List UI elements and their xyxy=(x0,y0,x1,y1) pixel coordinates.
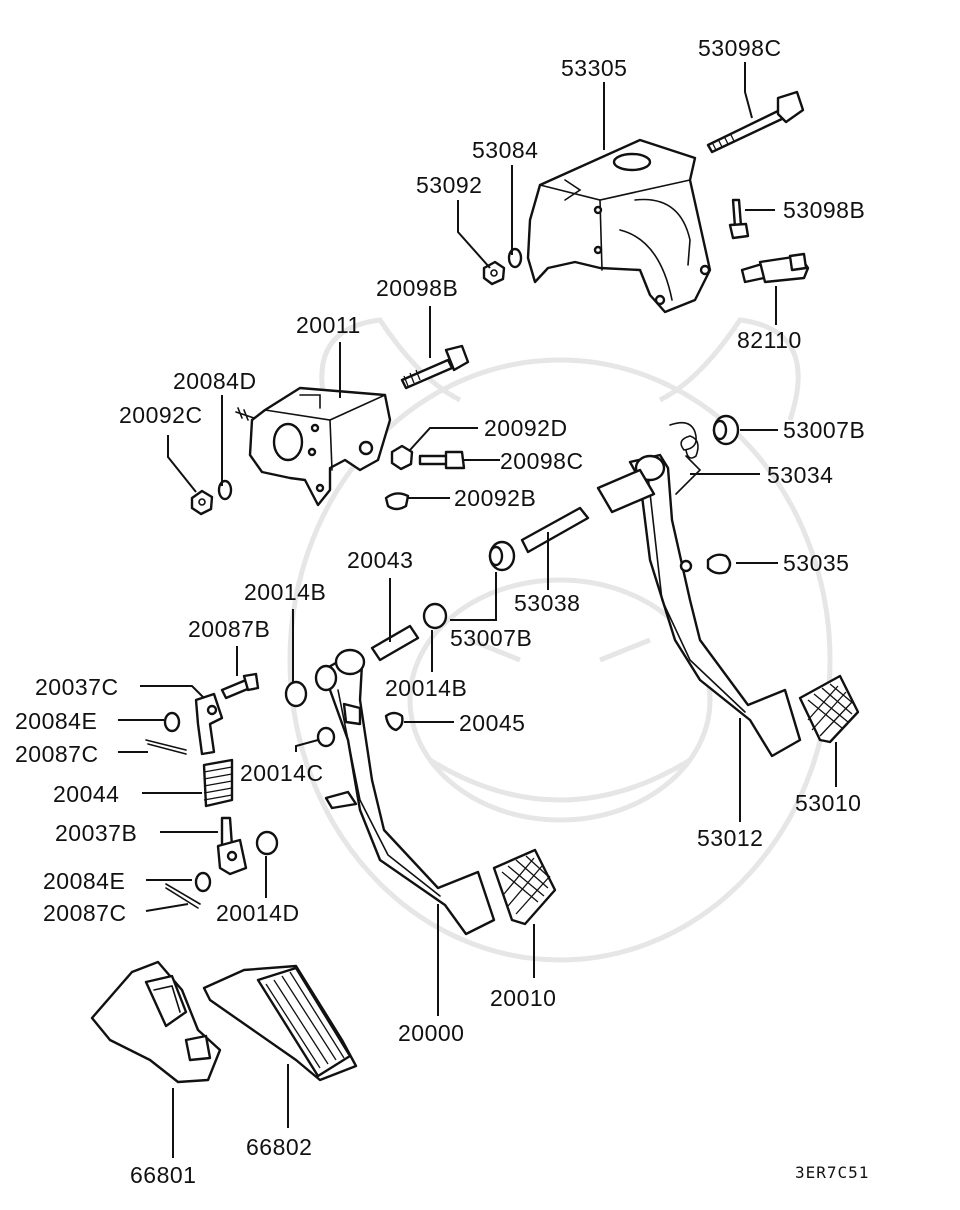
label-53092: 53092 xyxy=(416,172,482,198)
switch-82110 xyxy=(740,252,810,284)
label-53034: 53034 xyxy=(767,462,833,488)
stopper-20045 xyxy=(384,711,404,732)
washer-20084E-top xyxy=(163,711,181,733)
label-20092C: 20092C xyxy=(119,402,203,428)
label-53012: 53012 xyxy=(697,825,763,851)
pedal-66802 xyxy=(202,964,358,1082)
pedal-pad-20010 xyxy=(492,848,557,926)
watermark-emblem xyxy=(287,317,833,963)
label-53007B-mid: 53007B xyxy=(450,625,532,651)
clevis-20037C xyxy=(194,692,224,756)
bolt-53098B xyxy=(728,198,750,240)
collar-53038 xyxy=(596,468,656,514)
label-20084D: 20084D xyxy=(173,368,257,394)
pedal-pad-53010 xyxy=(798,674,860,744)
label-20011: 20011 xyxy=(296,312,361,338)
label-20010: 20010 xyxy=(490,985,556,1011)
label-53035: 53035 xyxy=(783,550,849,576)
label-20014B-top: 20014B xyxy=(244,579,326,605)
diagram-code: 3ER7C51 xyxy=(795,1163,869,1182)
nut-20092D xyxy=(390,444,414,471)
leader-lines xyxy=(118,62,837,1158)
label-53098C: 53098C xyxy=(698,35,782,61)
pedal-20000 xyxy=(318,648,496,936)
bracket-53305 xyxy=(526,138,712,314)
label-20037B: 20037B xyxy=(55,820,137,846)
label-20098B: 20098B xyxy=(376,275,458,301)
nut-20092C xyxy=(190,489,214,516)
shaft-53038 xyxy=(520,506,590,554)
part-labels: 53098C 53305 53084 53092 53098B 82110 20… xyxy=(15,35,869,1188)
label-20087C-bot: 20087C xyxy=(43,900,127,926)
cotter-pin-20087C-bot xyxy=(165,883,201,909)
label-53305: 53305 xyxy=(561,55,627,81)
label-53098B: 53098B xyxy=(783,197,865,223)
bolt-20098C xyxy=(418,450,466,470)
cotter-pin-20087C-top xyxy=(145,739,187,755)
label-20087B: 20087B xyxy=(188,616,270,642)
label-53007B-top: 53007B xyxy=(783,417,865,443)
bolt-53098C xyxy=(706,90,805,154)
label-20037C: 20037C xyxy=(35,674,119,700)
label-53038: 53038 xyxy=(514,590,580,616)
stud-bolt xyxy=(235,407,255,421)
label-66801: 66801 xyxy=(130,1162,196,1188)
washer-20084E-bot xyxy=(194,871,212,893)
washer-20084D xyxy=(217,479,233,501)
label-53010: 53010 xyxy=(795,790,861,816)
bushing-20014D xyxy=(255,830,279,856)
label-20044: 20044 xyxy=(53,781,119,807)
label-82110: 82110 xyxy=(737,327,802,353)
label-20000: 20000 xyxy=(398,1020,464,1046)
bushing-collar xyxy=(314,664,338,692)
bushing-20014B xyxy=(422,602,448,630)
spring-20044 xyxy=(202,758,234,808)
washer-53084 xyxy=(507,247,523,269)
label-20092B: 20092B xyxy=(454,485,536,511)
clevis-20037B xyxy=(216,816,248,876)
stopper-53035 xyxy=(706,553,732,575)
label-20092D: 20092D xyxy=(484,415,568,441)
label-20045: 20045 xyxy=(459,710,525,736)
label-20084E-top: 20084E xyxy=(15,708,97,734)
bushing-53007B-top xyxy=(712,414,740,446)
shaft-20043 xyxy=(370,624,420,662)
pedal-53012 xyxy=(628,453,802,758)
bracket-20011 xyxy=(248,386,392,507)
label-20014C: 20014C xyxy=(240,760,324,786)
label-20084E-bot: 20084E xyxy=(43,868,125,894)
spring-53034 xyxy=(669,421,702,495)
label-20014B-mid: 20014B xyxy=(385,675,467,701)
label-66802: 66802 xyxy=(246,1134,312,1160)
pedal-bracket-66801 xyxy=(90,960,222,1084)
pin-20087B xyxy=(220,672,260,700)
label-20098C: 20098C xyxy=(500,448,584,474)
label-53084: 53084 xyxy=(472,137,538,163)
bushing-53007B-mid xyxy=(488,540,516,572)
bushing-20014C xyxy=(316,726,336,748)
nut-20092B xyxy=(384,492,410,511)
bushing-20014B-left xyxy=(284,680,308,708)
bolt-20098B xyxy=(400,344,470,390)
label-20014D: 20014D xyxy=(216,900,300,926)
label-20043: 20043 xyxy=(347,547,413,573)
label-20087C-top: 20087C xyxy=(15,741,99,767)
